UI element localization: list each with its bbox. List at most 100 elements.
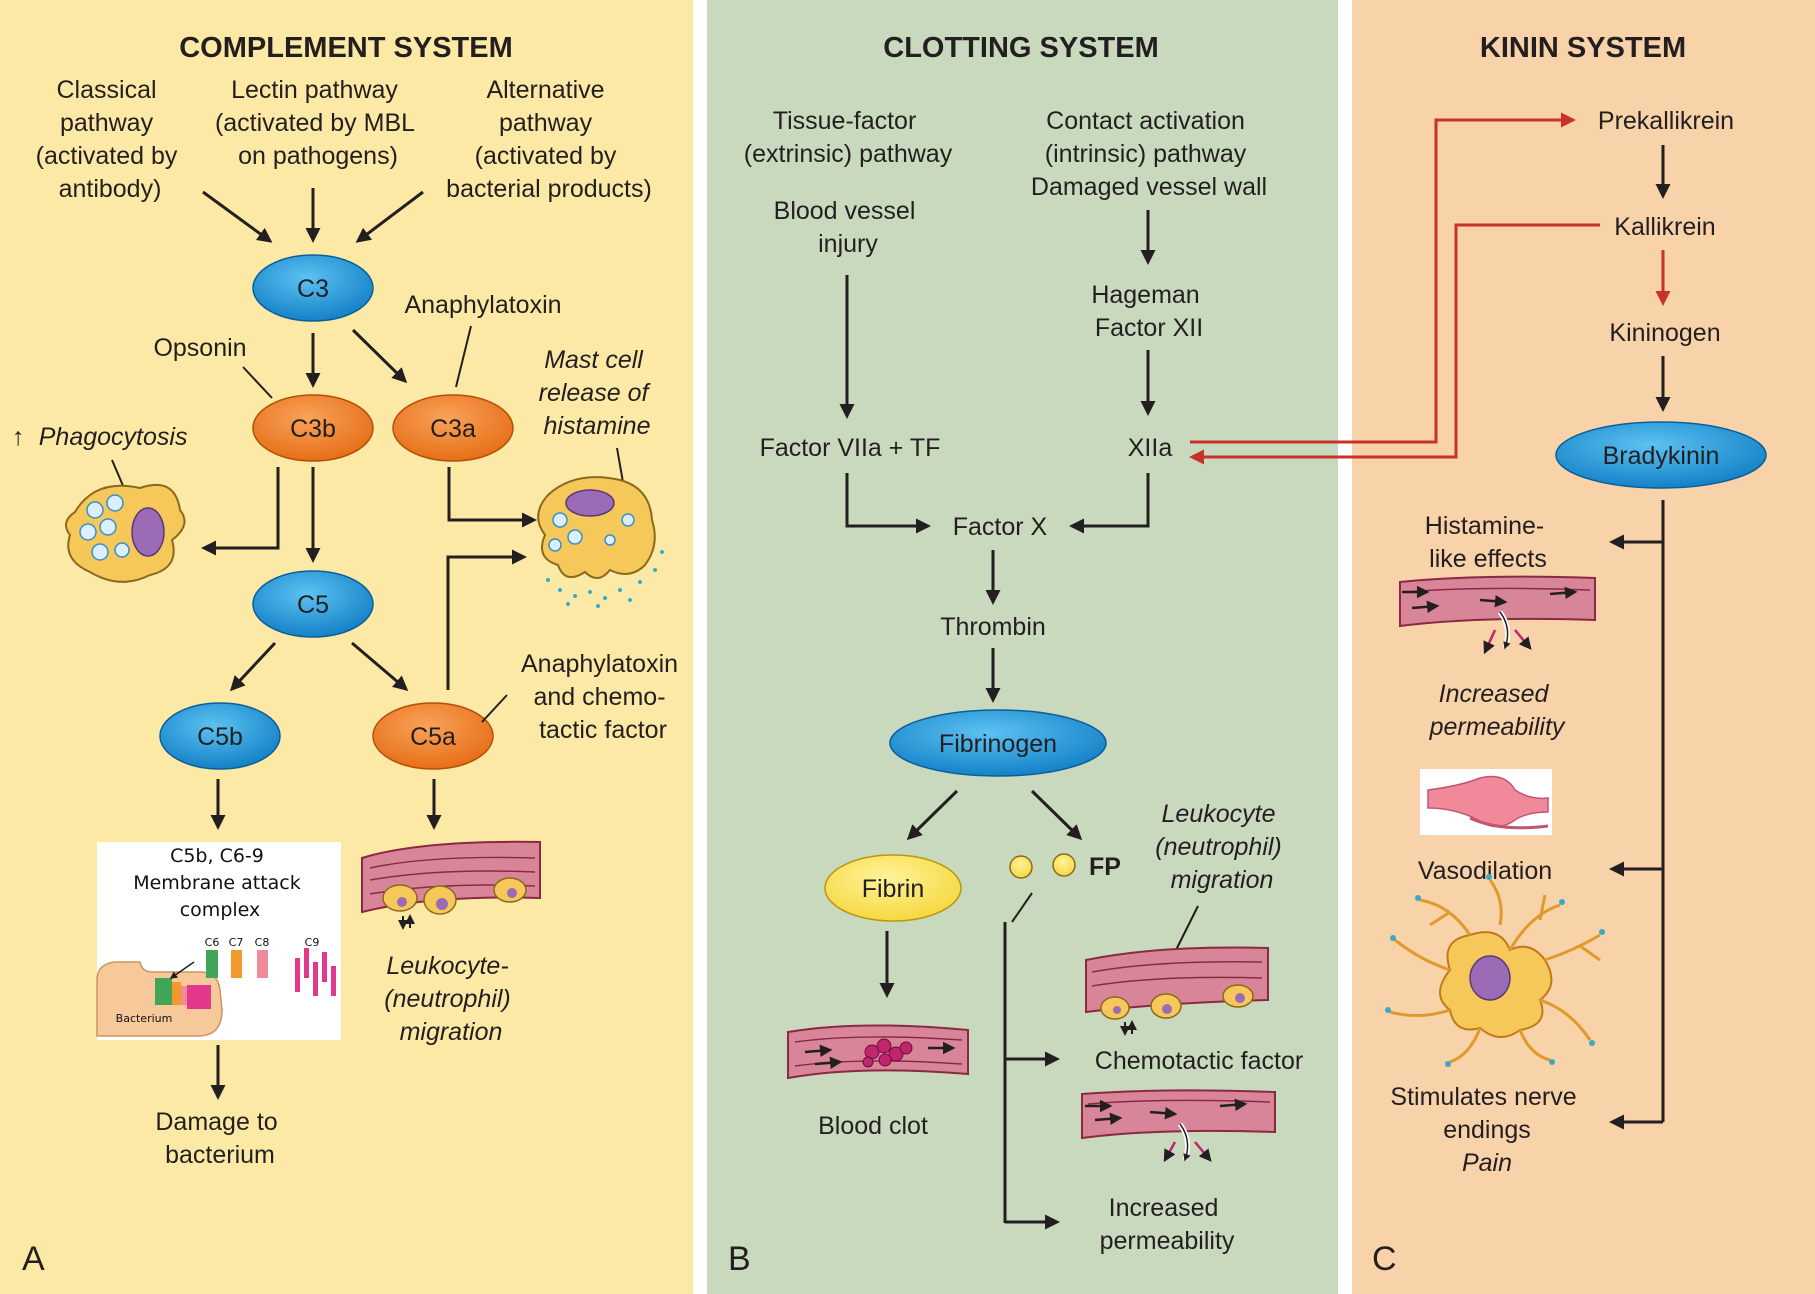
kinin-panel: KININ SYSTEM Prekallikrein Kallikrein Ki… <box>1372 32 1767 1278</box>
arrow-c5-to-c5b <box>229 641 277 692</box>
mac-c7-label: C7 <box>229 936 244 949</box>
c5b-label: C5b <box>197 723 243 751</box>
red-arrow-xiia-to-prekallikrein <box>1190 112 1576 444</box>
c3-label: C3 <box>297 275 329 303</box>
vessel-migration-icon <box>361 840 541 930</box>
panel-letter-c: C <box>1372 1240 1397 1278</box>
opsonin-leader <box>242 366 273 399</box>
arrow-c3a-to-mast-cell <box>447 467 537 528</box>
panel-letter-a: A <box>22 1240 45 1278</box>
alternative-pathway-label: Alternative pathway (activated by bacter… <box>446 76 652 203</box>
clotting-title: CLOTTING SYSTEM <box>883 32 1159 64</box>
phagocyte-leader <box>111 459 125 489</box>
up-arrow-icon: ↑ <box>12 423 25 451</box>
contact-activation-label: Contact activation (intrinsic) pathway D… <box>1031 107 1267 201</box>
fibrinopeptide-icon <box>1009 853 1076 879</box>
fibrin-label: Fibrin <box>862 875 925 903</box>
membrane-attack-complex-box: C5b, C6-9 Membrane attack complex Bacter… <box>96 842 341 1040</box>
anaphylatoxin-chemotactic-label: Anaphylatoxin and chemo- tactic factor <box>521 650 685 744</box>
panel-divider <box>693 0 707 1294</box>
arrow-c3b-to-phagocyte <box>201 467 280 556</box>
arrow-c5-to-c5a <box>351 641 409 691</box>
anaphylatoxin-label: Anaphylatoxin <box>404 291 561 319</box>
clotting-permeability-vessel-icon <box>1081 1089 1276 1163</box>
blood-clot-label: Blood clot <box>818 1112 928 1140</box>
arrow-c5a-to-mast-cell <box>446 549 527 690</box>
clotting-migration-leader <box>1175 905 1199 951</box>
lectin-pathway-label: Lectin pathway (activated by MBL on path… <box>215 76 421 170</box>
c3a-node <box>392 394 514 462</box>
hageman-label: Hageman Factor XII <box>1091 281 1206 342</box>
anaphylatoxin-leader <box>455 325 472 388</box>
arrow-xiia-to-factor-x <box>1069 473 1150 534</box>
mast-cell-label: Mast cell release of histamine <box>539 346 656 440</box>
factor-x-label: Factor X <box>953 513 1048 541</box>
c5a-leader <box>481 694 508 723</box>
c3a-label: C3a <box>430 415 476 443</box>
arrow-alternative-to-c3 <box>355 190 424 243</box>
mac-c8-label: C8 <box>255 936 270 949</box>
opsonin-label: Opsonin <box>153 334 246 362</box>
c5a-node <box>372 702 494 770</box>
factor7-label: Factor VIIa + TF <box>760 434 941 462</box>
complement-migration-label: Leukocyte- (neutrophil) migration <box>384 952 517 1046</box>
thrombin-label: Thrombin <box>940 613 1046 641</box>
arrow-classical-to-c3 <box>202 190 273 243</box>
pain-label: Pain <box>1462 1149 1512 1177</box>
tissue-factor-label: Tissue-factor (extrinsic) pathway <box>744 107 953 168</box>
bradykinin-label: Bradykinin <box>1603 442 1720 470</box>
fp-leader <box>1011 892 1033 923</box>
kinin-panel-bg <box>1352 0 1815 1294</box>
fibrinogen-label: Fibrinogen <box>939 730 1057 758</box>
clotting-permeability-label: Increased permeability <box>1100 1194 1235 1255</box>
nerve-cell-icon <box>1385 874 1605 1067</box>
kinin-permeability-vessel-icon <box>1399 575 1596 655</box>
fp-label: FP <box>1089 853 1121 881</box>
mast-cell-icon <box>537 476 664 608</box>
injury-label: Blood vessel injury <box>774 197 923 258</box>
phagocyte-cell-icon <box>65 483 186 583</box>
blood-clot-vessel-icon <box>787 1024 969 1080</box>
kinin-permeability-label: Increased permeability <box>1429 680 1566 741</box>
c3b-node <box>252 394 374 462</box>
kallikrein-label: Kallikrein <box>1614 213 1715 241</box>
arrow-c3-to-c3a <box>351 328 408 384</box>
c3-node <box>252 254 374 322</box>
kinin-title: KININ SYSTEM <box>1480 32 1686 64</box>
c3b-label: C3b <box>290 415 336 443</box>
damage-label: Damage to bacterium <box>155 1108 284 1169</box>
arrow-factor7-to-factor-x <box>845 473 931 534</box>
classical-pathway-label: Classical pathway (activated by antibody… <box>36 76 185 203</box>
clotting-migration-label: Leukocyte (neutrophil) migration <box>1155 800 1288 894</box>
xiia-label: XIIa <box>1128 434 1173 462</box>
fibrin-node <box>824 854 962 922</box>
panel-divider <box>1338 0 1352 1294</box>
complement-title: COMPLEMENT SYSTEM <box>179 32 513 64</box>
arrow-fibrinogen-to-fibrin <box>906 789 959 841</box>
chemotactic-label: Chemotactic factor <box>1095 1047 1303 1075</box>
arrow-fibrinogen-to-fp <box>1030 789 1083 841</box>
nerve-label: Stimulates nerve endings <box>1390 1083 1583 1144</box>
mac-bacterium-label: Bacterium <box>116 1012 173 1025</box>
mac-title: C5b, C6-9 Membrane attack complex <box>133 845 307 921</box>
clotting-panel: CLOTTING SYSTEM Tissue-factor (extrinsic… <box>728 32 1303 1278</box>
vasodilation-label: Vasodilation <box>1418 857 1552 885</box>
c5-node <box>252 570 374 638</box>
complement-panel: COMPLEMENT SYSTEM Classical pathway (act… <box>12 32 685 1278</box>
bradykinin-node <box>1555 421 1767 489</box>
fibrinogen-node <box>889 709 1107 777</box>
red-arrow-kallikrein-to-xiia <box>1189 223 1600 465</box>
dilated-vessel-icon <box>1420 769 1552 835</box>
mac-c6-label: C6 <box>205 936 220 949</box>
mac-c9-label: C9 <box>305 936 320 949</box>
clotting-migration-vessel-icon <box>1085 946 1269 1036</box>
kininogen-label: Kininogen <box>1609 319 1720 347</box>
complement-panel-bg <box>0 0 693 1294</box>
c5b-node <box>159 702 281 770</box>
c5-label: C5 <box>297 591 329 619</box>
histamine-like-label: Histamine- like effects <box>1425 512 1551 573</box>
prekallikrein-label: Prekallikrein <box>1598 107 1734 135</box>
c5a-label: C5a <box>410 723 456 751</box>
